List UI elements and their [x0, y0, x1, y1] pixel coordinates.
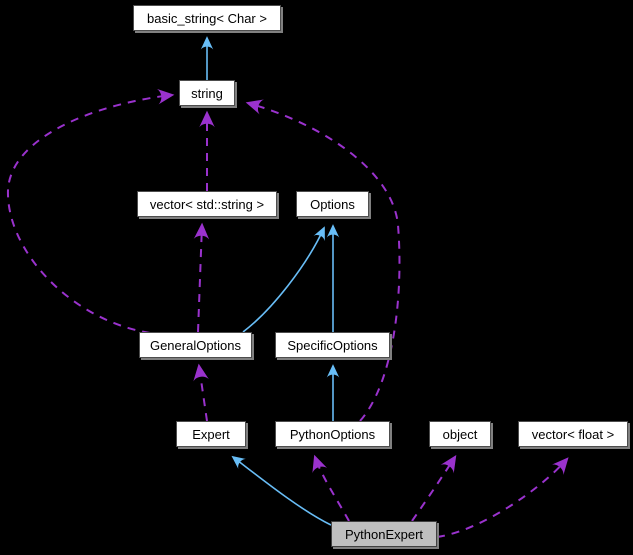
class-node-string[interactable]: string	[179, 80, 235, 106]
class-node-pythonoptions[interactable]: PythonOptions	[275, 421, 390, 447]
class-node-label: vector< std::string >	[149, 196, 265, 212]
class-node-label: basic_string< Char >	[147, 10, 267, 26]
class-node-pythonexpert[interactable]: PythonExpert	[331, 521, 437, 547]
edge-pythonexpert-to-expert	[231, 455, 332, 526]
class-node-label: string	[191, 85, 223, 101]
class-node-specificoptions[interactable]: SpecificOptions	[275, 332, 390, 358]
edge-expert-to-generaloptions	[193, 363, 209, 422]
class-node-object[interactable]: object	[429, 421, 491, 447]
class-node-label: object	[442, 426, 478, 442]
class-node-label: GeneralOptions	[149, 337, 242, 353]
class-node-label: PythonOptions	[289, 426, 376, 442]
class-node-generaloptions[interactable]: GeneralOptions	[139, 332, 252, 358]
class-node-vector_float[interactable]: vector< float >	[518, 421, 628, 447]
class-node-label: SpecificOptions	[287, 337, 378, 353]
edge-generaloptions-to-vector_string	[193, 222, 210, 333]
class-node-options[interactable]: Options	[296, 191, 369, 217]
class-node-basic_string[interactable]: basic_string< Char >	[133, 5, 281, 31]
class-node-label: Options	[310, 196, 355, 212]
class-node-expert[interactable]: Expert	[176, 421, 246, 447]
class-node-vector_string[interactable]: vector< std::string >	[137, 191, 277, 217]
edge-pythonexpert-to-object	[411, 454, 457, 522]
class-node-label: vector< float >	[531, 426, 615, 442]
class-node-label: PythonExpert	[344, 526, 424, 542]
edge-pythonexpert-to-vector_float	[436, 457, 569, 538]
class-node-label: Expert	[192, 426, 230, 442]
edge-pythonoptions-to-string	[245, 99, 401, 422]
edge-pythonexpert-to-pythonoptions	[312, 454, 350, 522]
edge-generaloptions-to-string	[6, 88, 175, 334]
edge-generaloptions-to-options	[242, 226, 325, 333]
